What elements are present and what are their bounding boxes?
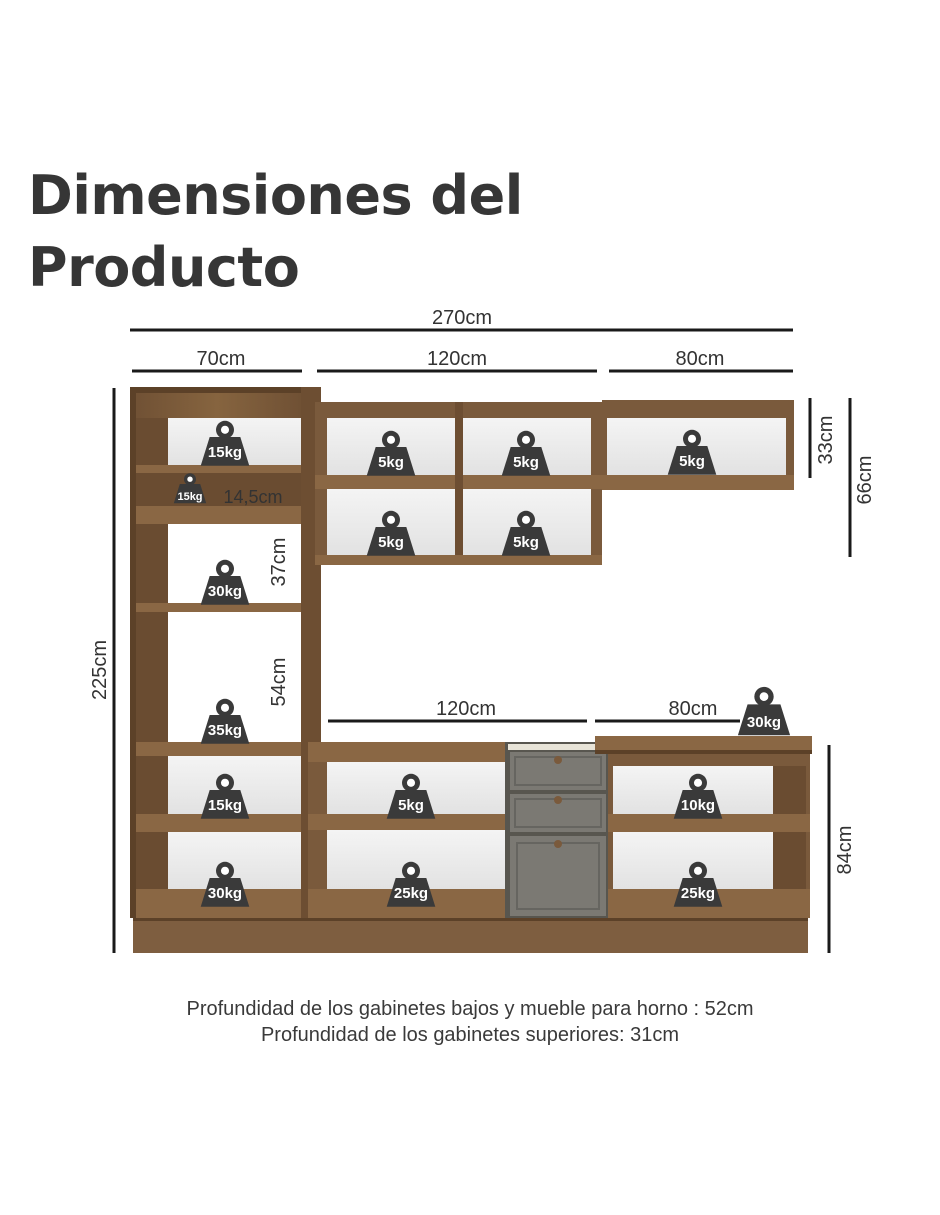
upper-left-width-label: 70cm bbox=[197, 348, 246, 370]
dimension-labels: 270cm 70cm 120cm 80cm 120cm 80cm 14,5cm … bbox=[89, 307, 876, 874]
drawer-2-knob bbox=[554, 796, 562, 804]
title-line-2: Producto bbox=[28, 236, 300, 299]
weight-label: 5kg bbox=[513, 534, 539, 551]
total-height-label: 225cm bbox=[89, 640, 111, 700]
total-width-label: 270cm bbox=[432, 307, 492, 329]
dimension-lines bbox=[112, 328, 852, 953]
drawer-1-knob bbox=[554, 756, 562, 764]
upper-cabinet-height-label: 33cm bbox=[815, 416, 837, 465]
base-height-label: 84cm bbox=[834, 826, 856, 875]
cabinet-door bbox=[510, 836, 606, 916]
lower-middle-width-label: 120cm bbox=[436, 698, 496, 720]
oven-drawer-unit bbox=[505, 742, 611, 918]
cabinet-door-knob bbox=[554, 840, 562, 848]
weight-label: 5kg bbox=[378, 534, 404, 551]
weight-label: 30kg bbox=[208, 885, 242, 902]
weight-label: 15kg bbox=[208, 444, 242, 461]
plinth bbox=[133, 918, 808, 953]
weight-label: 25kg bbox=[394, 885, 428, 902]
depth-note-upper: Profundidad de los gabinetes superiores:… bbox=[260, 1024, 680, 1046]
weight-label: 5kg bbox=[378, 454, 404, 471]
shelf-gap-2-label: 54cm bbox=[268, 658, 290, 707]
depth-note-lower: Profundidad de los gabinetes bajos y mue… bbox=[186, 998, 754, 1020]
upper-right-width-label: 80cm bbox=[676, 348, 725, 370]
left-tower bbox=[130, 387, 321, 918]
weight-label: 30kg bbox=[747, 714, 781, 731]
weight-label: 15kg bbox=[208, 797, 242, 814]
title-line-1: Dimensiones del bbox=[28, 164, 523, 227]
weight-label: 5kg bbox=[513, 454, 539, 471]
weight-label: 25kg bbox=[681, 885, 715, 902]
depth-notes: Profundidad de los gabinetes bajos y mue… bbox=[0, 996, 940, 1048]
weight-label: 5kg bbox=[398, 797, 424, 814]
weight-label: 30kg bbox=[208, 583, 242, 600]
weight-label: 15kg bbox=[177, 491, 202, 503]
weight-labels: 15kg 15kg 30kg 35kg 15kg 30kg 5kg 5kg 5k… bbox=[177, 444, 781, 902]
countertop bbox=[595, 736, 812, 752]
page-title: Dimensiones del Producto bbox=[28, 160, 523, 304]
lower-right-width-label: 80cm bbox=[669, 698, 718, 720]
weight-label: 35kg bbox=[208, 722, 242, 739]
upper-middle-width-label: 120cm bbox=[427, 348, 487, 370]
small-gap-label: 14,5cm bbox=[223, 487, 282, 507]
upper-middle-cabinet bbox=[315, 402, 602, 565]
weight-label: 5kg bbox=[679, 453, 705, 470]
shelf-gap-1-label: 37cm bbox=[268, 538, 290, 587]
weight-label: 10kg bbox=[681, 797, 715, 814]
upper-total-height-label: 66cm bbox=[854, 456, 876, 505]
